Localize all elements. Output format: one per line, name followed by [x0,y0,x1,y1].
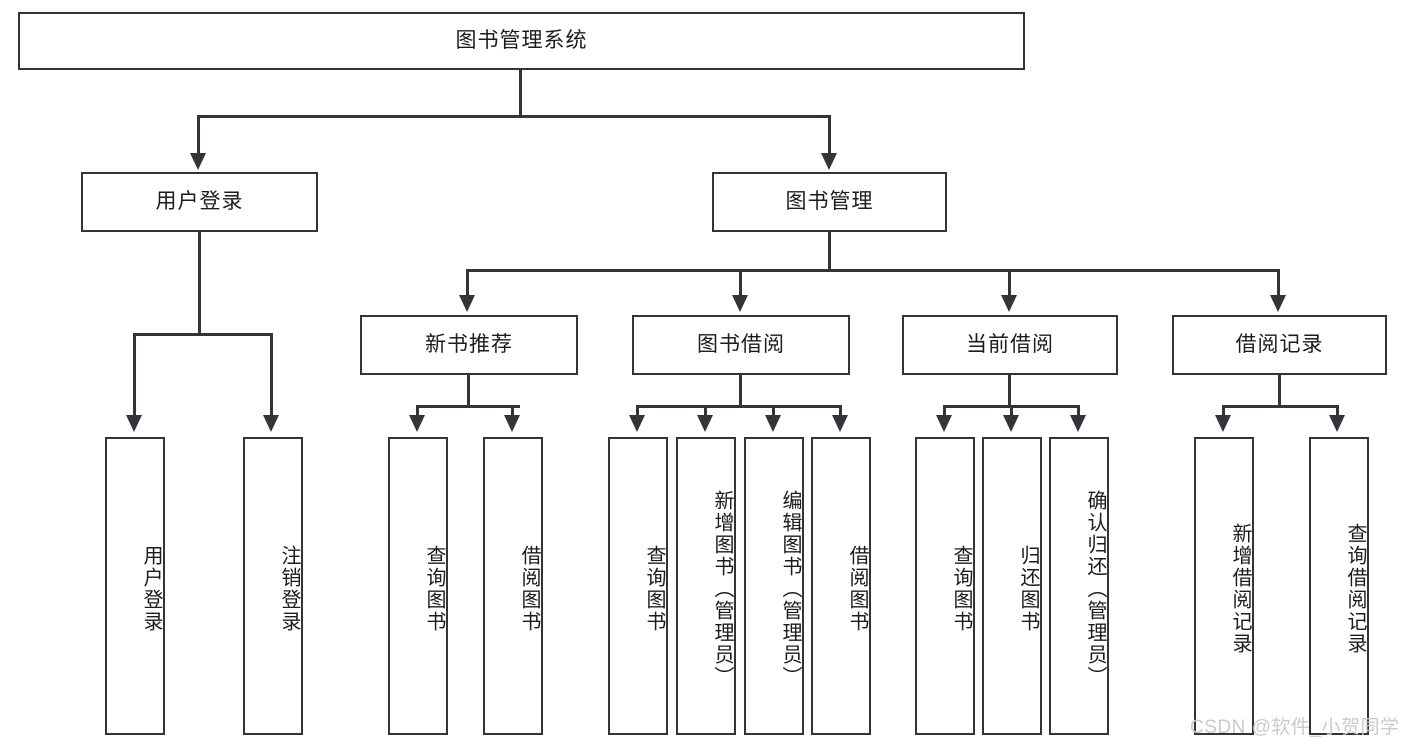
arrow-borrow-record-to-leaf-1 [1215,415,1231,432]
edge-borrow-record-trunk [1278,375,1281,408]
edge-book-manage-trunk [828,232,831,272]
edge-user-login-to-leaf-2 [270,333,273,417]
arrow-book-borrow-to-leaf-3 [765,415,781,432]
edge-book-borrow-bar [636,405,842,408]
arrow-current-borrow-to-leaf-1 [936,415,952,432]
edge-book-manage-to-borrow-record [1277,269,1280,297]
node-new-book-recommend[interactable]: 新书推荐 [360,315,578,375]
arrow-book-manage-to-current-borrow [1001,295,1017,312]
node-book-manage[interactable]: 图书管理 [712,172,947,232]
node-root-system[interactable]: 图书管理系统 [18,12,1025,70]
arrow-root-to-book-manage [821,153,837,170]
arrow-current-borrow-to-leaf-3 [1070,415,1086,432]
edge-book-borrow-to-leaf-4 [839,405,842,417]
arrow-borrow-record-to-leaf-2 [1329,415,1345,432]
csdn-watermark: CSDN @软件_小贺同学 [1190,717,1400,738]
leaf-borrow-record-add-record[interactable]: 新增借阅记录 [1194,437,1254,735]
leaf-borrow-record-query-record[interactable]: 查询借阅记录 [1309,437,1369,735]
leaf-new-book-query-book[interactable]: 查询图书 [388,437,448,735]
edge-user-login-to-leaf-1 [133,333,136,417]
arrow-user-login-to-leaf-1 [126,415,142,432]
edge-borrow-record-to-leaf-1 [1222,405,1225,417]
arrow-user-login-to-leaf-2 [263,415,279,432]
edge-current-borrow-to-leaf-3 [1077,405,1080,417]
arrow-book-manage-to-borrow-record [1270,295,1286,312]
edge-book-borrow-trunk [739,375,742,408]
edge-root-trunk [519,70,522,117]
arrow-current-borrow-to-leaf-2 [1003,415,1019,432]
edge-root-to-user-login [197,115,200,155]
edge-current-borrow-to-leaf-2 [1010,405,1013,417]
arrow-book-borrow-to-leaf-4 [832,415,848,432]
edge-new-book-to-leaf-2 [511,405,514,417]
edge-book-manage-to-current-borrow [1008,269,1011,297]
leaf-current-borrow-query-book[interactable]: 查询图书 [915,437,975,735]
arrow-root-to-user-login [190,153,206,170]
edge-book-manage-bar [466,269,1279,272]
node-book-borrow[interactable]: 图书借阅 [632,315,850,375]
node-current-borrow[interactable]: 当前借阅 [902,315,1118,375]
edge-current-borrow-to-leaf-1 [943,405,946,417]
edge-book-borrow-to-leaf-3 [772,405,775,417]
edge-new-book-to-leaf-1 [416,405,419,417]
edge-book-manage-to-new-book [466,269,469,297]
leaf-book-borrow-query-book[interactable]: 查询图书 [608,437,668,735]
leaf-current-borrow-return-book[interactable]: 归还图书 [982,437,1042,735]
leaf-user-login-logout[interactable]: 注销登录 [243,437,303,735]
edge-new-book-trunk [467,375,470,408]
edge-user-login-bar [133,333,272,336]
node-user-login[interactable]: 用户登录 [81,172,318,232]
leaf-new-book-borrow-book[interactable]: 借阅图书 [483,437,543,735]
leaf-book-borrow-borrow-book[interactable]: 借阅图书 [811,437,871,735]
edge-borrow-record-to-leaf-2 [1336,405,1339,417]
edge-current-borrow-trunk [1008,375,1011,408]
arrow-book-manage-to-book-borrow [732,295,748,312]
edge-book-borrow-to-leaf-1 [636,405,639,417]
edge-borrow-record-bar [1222,405,1338,408]
arrow-book-borrow-to-leaf-2 [697,415,713,432]
leaf-book-borrow-add-book[interactable]: 新增图书（管理员） [676,437,736,735]
edge-user-login-trunk [198,232,201,336]
edge-new-book-bar [416,405,520,408]
node-borrow-record[interactable]: 借阅记录 [1172,315,1387,375]
arrow-book-borrow-to-leaf-1 [629,415,645,432]
edge-book-borrow-to-leaf-2 [704,405,707,417]
leaf-current-borrow-confirm-return[interactable]: 确认归还（管理员） [1049,437,1109,735]
edge-book-manage-to-book-borrow [739,269,742,297]
leaf-user-login-login[interactable]: 用户登录 [105,437,165,735]
edge-root-to-book-manage [828,115,831,155]
leaf-book-borrow-edit-book[interactable]: 编辑图书（管理员） [744,437,804,735]
arrow-new-book-to-leaf-1 [409,415,425,432]
arrow-new-book-to-leaf-2 [504,415,520,432]
edge-root-bar [197,115,831,118]
arrow-book-manage-to-new-book [459,295,475,312]
